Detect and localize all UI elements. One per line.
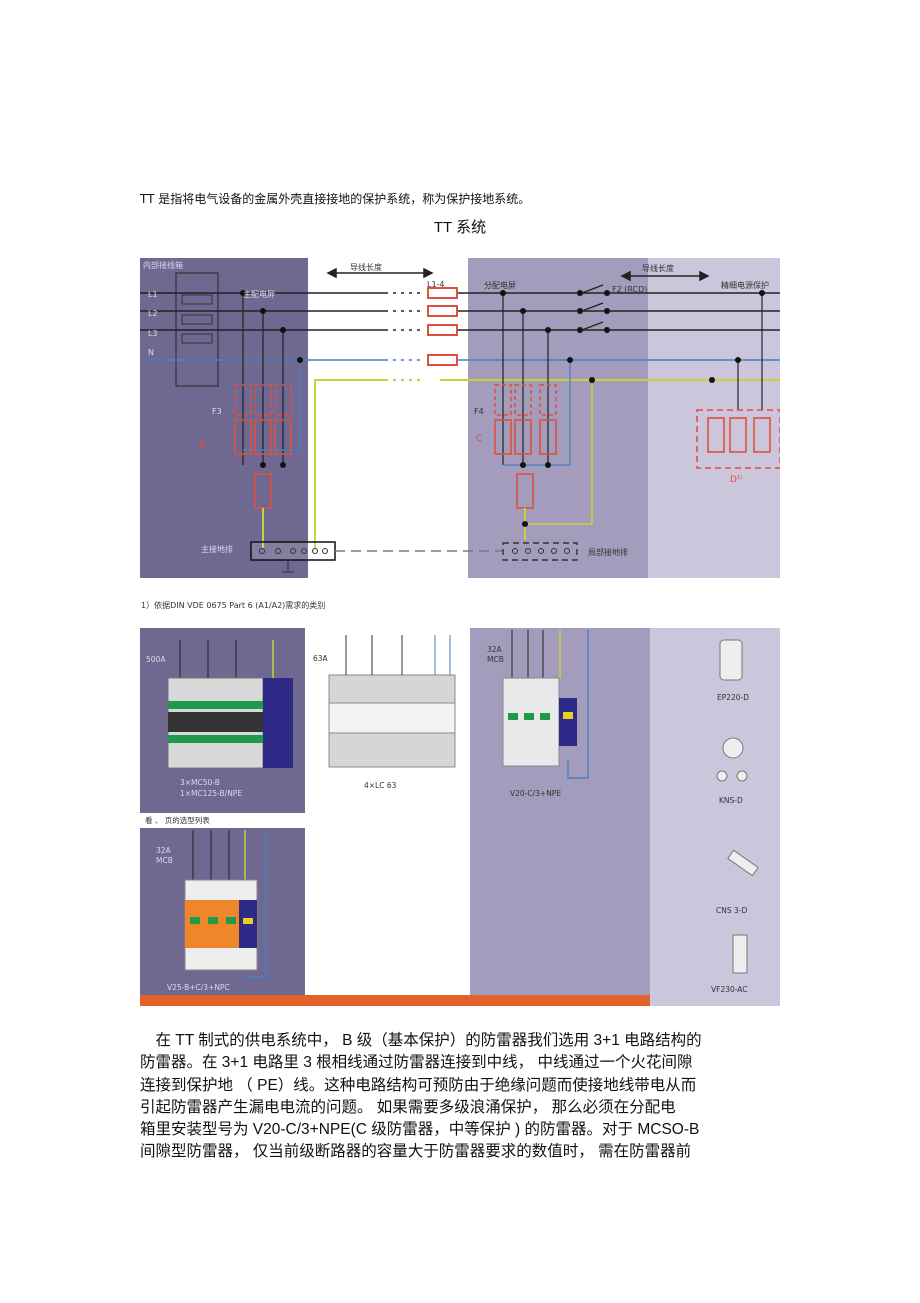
paragraph-line: 防雷器。在 3+1 电路里 3 根相线通过防雷器连接到中线， 中线通过一个火花间… [140, 1054, 693, 1072]
label-l1-4: L1-4 [427, 280, 445, 289]
label-main-dist: 主配电屏 [243, 289, 275, 299]
paragraph-line: 连接到保护地 （ PE）线。这种电路结构可预防由于绝缘问题而使接地线带电从而 [140, 1076, 697, 1094]
section-title: TT 系统 [433, 219, 487, 236]
label-n: N [148, 348, 154, 357]
intro-text: TT 是指将电气设备的金属外壳直接接地的保护系统，称为保护接地系统。 [140, 192, 531, 206]
label-l1: L1 [148, 290, 158, 299]
product-d-rating-2: MCB [156, 856, 173, 865]
product-d-rating-1: 32A [156, 846, 172, 855]
product-a-name-2: 1×MC125-B/NPE [180, 789, 242, 798]
product-kns-d: KNS-D [719, 796, 743, 805]
product-d-name: V25-B+C/3+NPC [167, 983, 230, 992]
label-class-b: B [199, 441, 205, 451]
label-sub-dist: 分配电屏 [484, 280, 516, 290]
label-internal-box: 内部接线箱 [143, 260, 183, 270]
product-c-rating-1: 32A [487, 645, 503, 654]
paragraph-line: 在 TT 制式的供电系统中， B 级（基本保护）的防雷器我们选用 3+1 电路结… [140, 1032, 702, 1049]
footnote: 1）依据DIN VDE 0675 Part 6 (A1/A2)需求的类别 [141, 600, 325, 610]
label-local-earth-bar: 局部接地排 [588, 547, 628, 557]
selection-caption: 看 、 页的选型列表 [145, 815, 210, 825]
label-f4: F4 [474, 407, 484, 416]
label-l3: L3 [148, 329, 158, 338]
label-l2: L2 [148, 309, 158, 318]
product-a-name-1: 3×MC50-B [180, 778, 220, 787]
tt-system-diagram: 内部接线箱 主配电屏 L1 L2 L3 N F3 主接地排 导线长度 L1-4 … [140, 258, 780, 1006]
panel-sub [468, 258, 648, 578]
product-vf230-ac: VF230-AC [711, 985, 748, 994]
product-b-name: 4×LC 63 [364, 781, 397, 790]
label-f3: F3 [212, 407, 222, 416]
label-class-c: C [476, 434, 482, 444]
product-cns-3-d: CNS 3-D [716, 906, 747, 915]
label-class-d: D¹⁾ [730, 475, 743, 485]
product-c-name: V20-C/3+NPE [510, 789, 561, 798]
label-wire-length-1: 导线长度 [350, 262, 382, 272]
label-fine-protection: 精细电源保护 [721, 280, 769, 290]
label-f2-rcd: F2 (RCD) [612, 285, 647, 294]
product-ep220-d: EP220-D [717, 693, 749, 702]
orange-bar [140, 995, 650, 1006]
label-main-earth-bar: 主接地排 [201, 544, 233, 554]
body-paragraph: 在 TT 制式的供电系统中， B 级（基本保护）的防雷器我们选用 3+1 电路结… [140, 1030, 780, 1164]
product-c-rating-2: MCB [487, 655, 504, 664]
label-wire-length-2: 导线长度 [642, 263, 674, 273]
paragraph-line: 间隙型防雷器， 仅当前级断路器的容量大于防雷器要求的数值时， 需在防雷器前 [140, 1143, 692, 1161]
product-a-rating: 500A [146, 655, 166, 664]
paragraph-line: 引起防雷器产生漏电电流的问题。 如果需要多级浪涌保护， 那么必须在分配电 [140, 1098, 676, 1116]
product-b-rating: 63A [313, 654, 329, 663]
paragraph-line: 箱里安装型号为 V20-C/3+NPE(C 级防雷器，中等保护 ) 的防雷器。对… [140, 1121, 700, 1139]
